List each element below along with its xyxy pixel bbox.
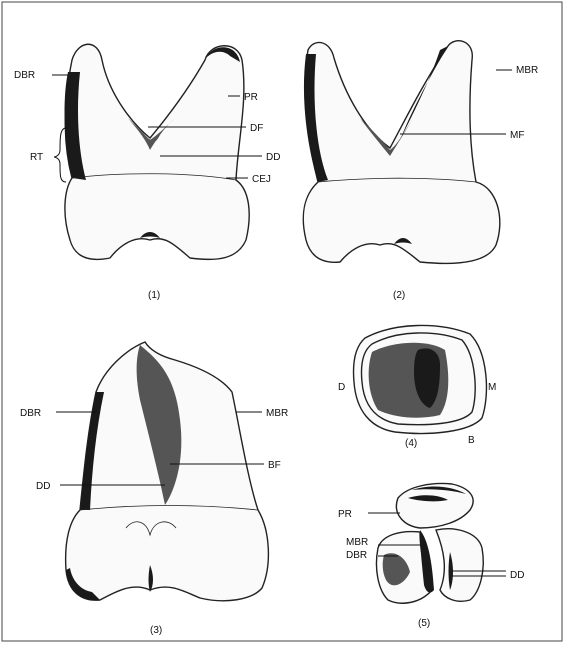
label-cej-1: CEJ xyxy=(252,174,271,185)
label-b-4: B xyxy=(468,435,475,446)
figure-1-tooth xyxy=(65,44,250,259)
label-mbr-3: MBR xyxy=(266,408,288,419)
label-dd-3: DD xyxy=(36,481,50,492)
caption-1: (1) xyxy=(148,290,160,301)
label-bf-3: BF xyxy=(268,460,281,471)
caption-2: (2) xyxy=(393,290,405,301)
label-dbr-5: DBR xyxy=(346,550,367,561)
label-mbr-5: MBR xyxy=(346,537,368,548)
label-dd-5: DD xyxy=(510,570,524,581)
label-pr-5: PR xyxy=(338,509,352,520)
caption-5: (5) xyxy=(418,618,430,629)
label-pr-1: PR xyxy=(244,92,258,103)
figure-4-cross-section xyxy=(353,325,486,433)
label-df-1: DF xyxy=(250,123,263,134)
label-dbr-1: DBR xyxy=(14,70,35,81)
caption-4: (4) xyxy=(405,438,417,449)
label-rt-1: RT xyxy=(30,152,43,163)
label-dd-1: DD xyxy=(266,152,280,163)
caption-3: (3) xyxy=(150,625,162,636)
figure-5-tooth xyxy=(376,484,483,604)
figure-3-tooth xyxy=(66,342,269,601)
label-mf-2: MF xyxy=(510,130,524,141)
label-m-4: M xyxy=(488,382,496,393)
label-dbr-3: DBR xyxy=(20,408,41,419)
label-mbr-2: MBR xyxy=(516,65,538,76)
label-d-4: D xyxy=(338,382,345,393)
figure-2-tooth xyxy=(303,41,500,264)
